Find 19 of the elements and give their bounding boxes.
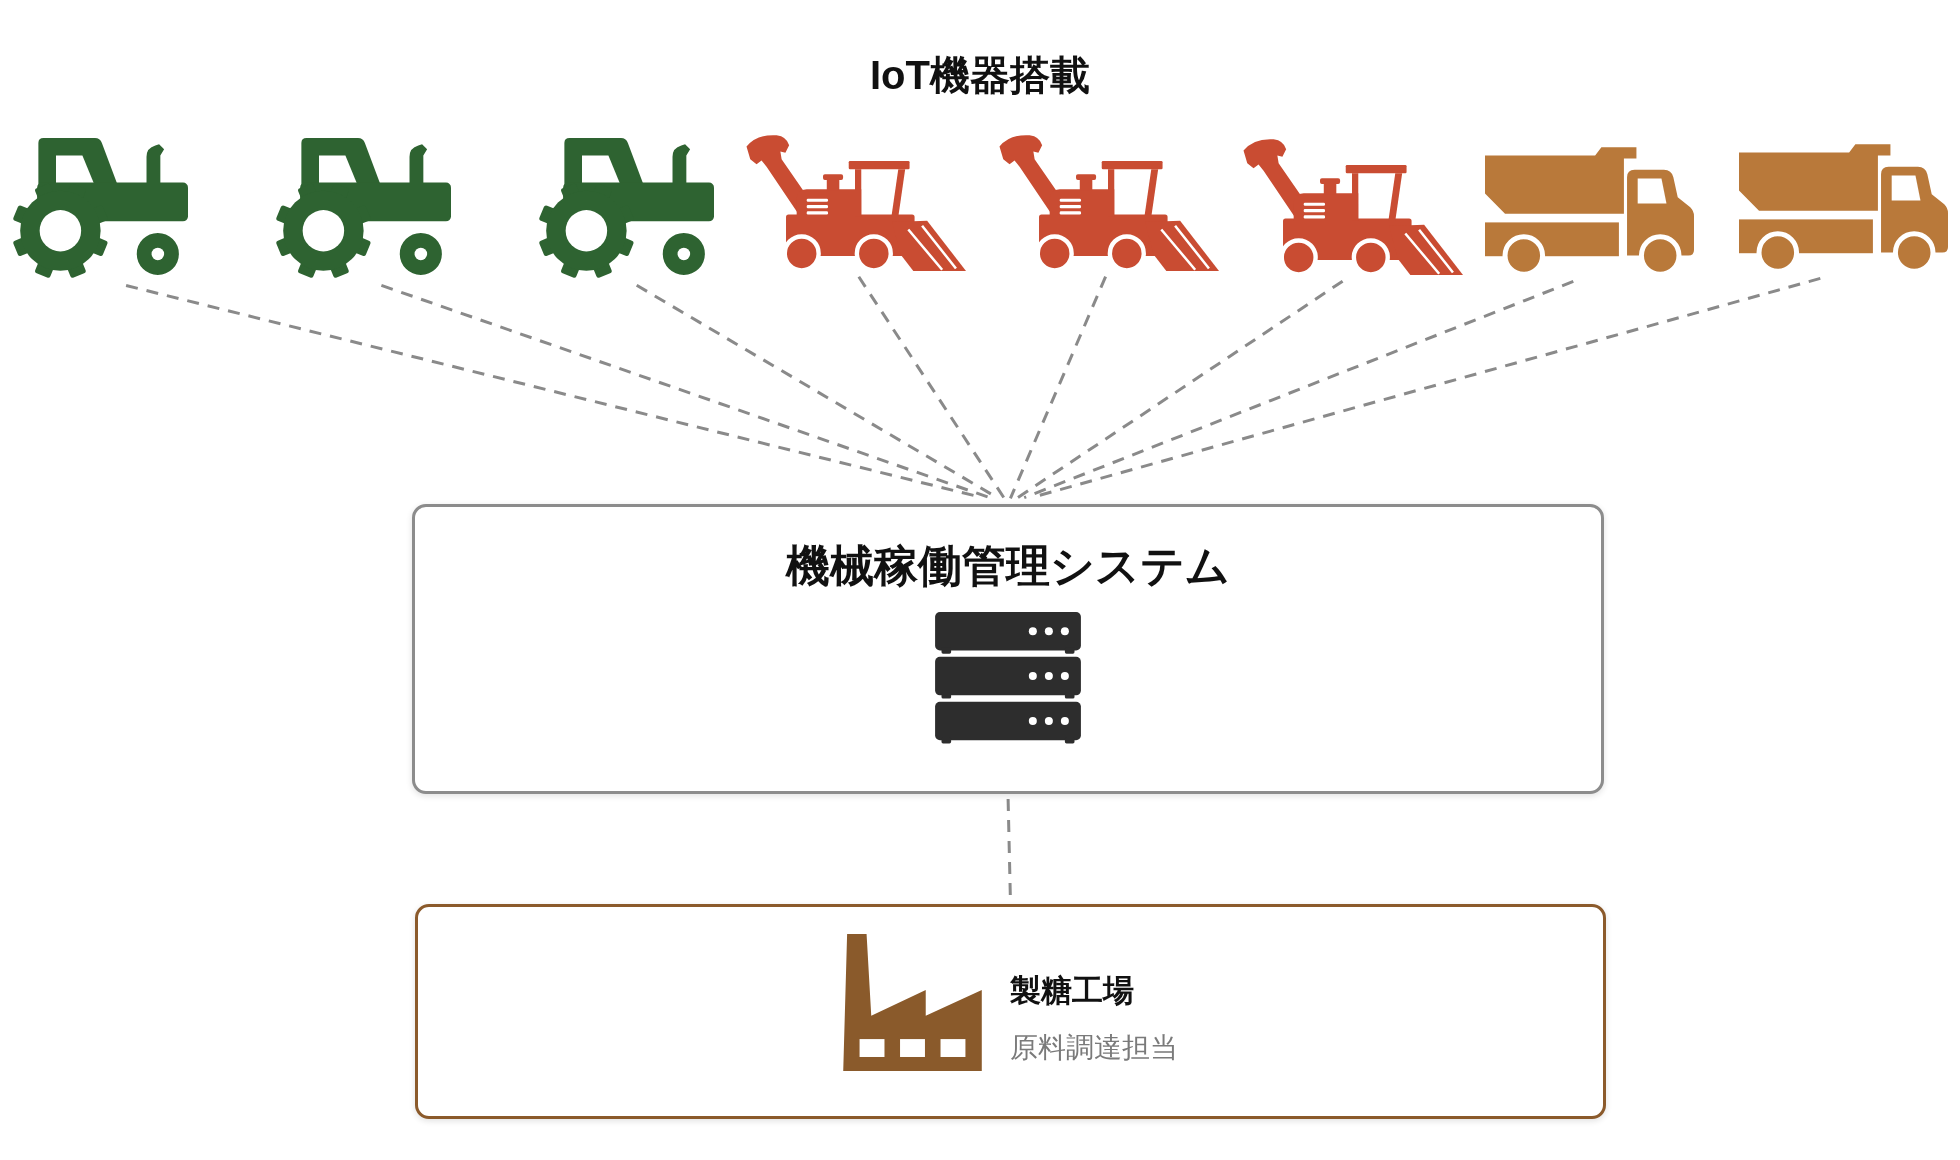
- factory-box: [415, 904, 1606, 1119]
- tractor-icon: [12, 138, 188, 279]
- dashed-connector: [1009, 276, 1107, 499]
- dashed-connector: [1016, 279, 1344, 500]
- harvester-icon: [744, 134, 966, 271]
- dashed-connector: [1023, 280, 1574, 499]
- diagram-title: IoT機器搭載: [870, 52, 1090, 99]
- dashed-connector: [380, 284, 991, 499]
- dashed-connector: [857, 275, 1006, 500]
- department-label: 原料調達担当: [1010, 1031, 1178, 1065]
- system-title: 機械稼働管理システム: [786, 540, 1230, 592]
- tractor-icon: [275, 138, 451, 279]
- dump-truck-icon: [1739, 143, 1948, 272]
- dump-truck-icon: [1485, 146, 1694, 275]
- tractor-icon: [538, 138, 714, 279]
- harvester-icon: [1241, 138, 1463, 275]
- factory-name: 製糖工場: [1010, 972, 1134, 1010]
- system-box: [412, 504, 1604, 794]
- harvester-icon: [997, 134, 1219, 271]
